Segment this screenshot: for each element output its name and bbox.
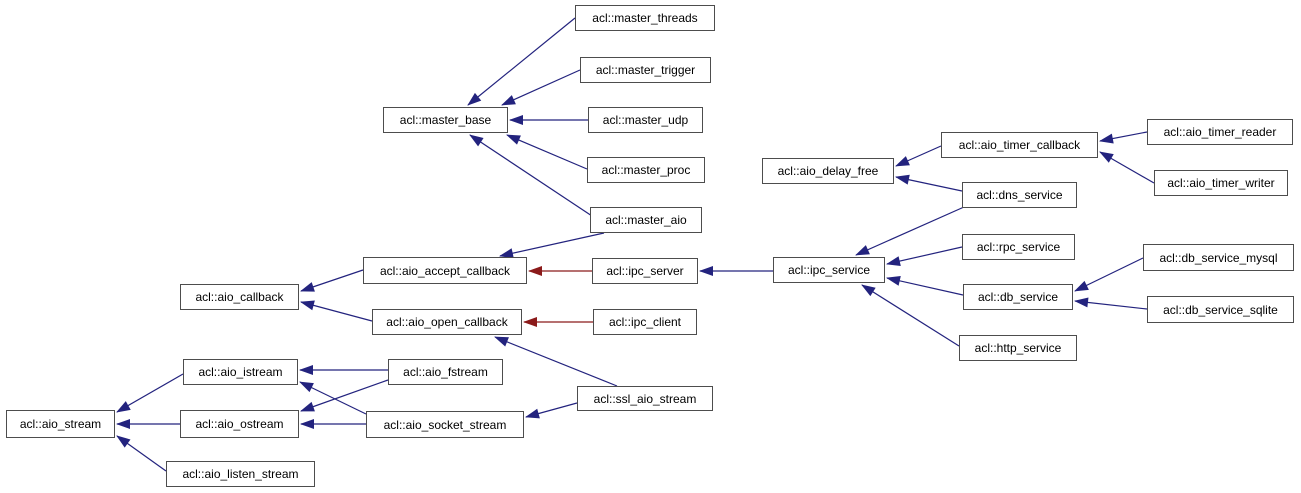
class-node-aio_fstream[interactable]: acl::aio_fstream (388, 359, 503, 385)
class-node-aio_stream[interactable]: acl::aio_stream (6, 410, 115, 438)
edge-master_threads-to-master_base (467, 17, 576, 106)
class-node-aio_timer_reader[interactable]: acl::aio_timer_reader (1147, 119, 1293, 145)
edge-aio_listen_stream-to-aio_stream (116, 435, 167, 472)
class-node-master_base[interactable]: acl::master_base (383, 107, 508, 133)
class-node-master_threads[interactable]: acl::master_threads (575, 5, 715, 31)
class-node-rpc_service[interactable]: acl::rpc_service (962, 234, 1075, 260)
edge-master_aio-to-aio_accept_callback (499, 232, 605, 259)
class-node-aio_ostream[interactable]: acl::aio_ostream (180, 410, 299, 438)
class-node-master_aio[interactable]: acl::master_aio (590, 207, 702, 233)
edge-master_trigger-to-master_base (501, 69, 581, 106)
class-node-aio_accept_callback[interactable]: acl::aio_accept_callback (363, 257, 527, 284)
class-node-master_proc[interactable]: acl::master_proc (587, 157, 705, 183)
class-node-db_service_mysql[interactable]: acl::db_service_mysql (1143, 244, 1294, 271)
edge-dns_service-to-ipc_service (855, 206, 965, 256)
edge-ssl_aio_stream-to-aio_socket_stream (525, 402, 578, 419)
edge-db_service_sqlite-to-db_service (1074, 297, 1148, 310)
class-node-aio_socket_stream[interactable]: acl::aio_socket_stream (366, 411, 524, 438)
edge-master_aio-to-master_base (469, 134, 593, 217)
edge-aio_timer_writer-to-aio_timer_callback (1099, 151, 1155, 184)
edge-aio_timer_callback-to-aio_delay_free (895, 145, 942, 167)
edge-aio_istream-to-aio_stream (116, 373, 184, 413)
class-node-aio_open_callback[interactable]: acl::aio_open_callback (372, 309, 522, 335)
edge-aio_socket_stream-to-aio_istream (299, 381, 367, 415)
edge-rpc_service-to-ipc_service (886, 246, 963, 267)
class-node-dns_service[interactable]: acl::dns_service (962, 182, 1077, 208)
class-node-aio_listen_stream[interactable]: acl::aio_listen_stream (166, 461, 315, 487)
edge-dns_service-to-aio_delay_free (895, 174, 963, 192)
class-node-aio_callback[interactable]: acl::aio_callback (180, 284, 299, 310)
class-node-aio_timer_callback[interactable]: acl::aio_timer_callback (941, 132, 1098, 158)
class-node-aio_timer_writer[interactable]: acl::aio_timer_writer (1154, 170, 1288, 196)
class-node-aio_delay_free[interactable]: acl::aio_delay_free (762, 158, 894, 184)
edge-aio_open_callback-to-aio_callback (300, 300, 373, 322)
edge-aio_accept_callback-to-aio_callback (300, 269, 364, 292)
edge-master_proc-to-master_base (506, 134, 588, 170)
class-node-ipc_client[interactable]: acl::ipc_client (593, 309, 697, 335)
class-node-aio_istream[interactable]: acl::aio_istream (183, 359, 298, 385)
edge-http_service-to-ipc_service (861, 284, 960, 347)
class-node-db_service_sqlite[interactable]: acl::db_service_sqlite (1147, 296, 1294, 323)
edge-aio_fstream-to-aio_ostream (300, 379, 389, 412)
class-node-http_service[interactable]: acl::http_service (959, 335, 1077, 361)
edge-db_service-to-ipc_service (886, 275, 964, 296)
class-node-ipc_server[interactable]: acl::ipc_server (592, 258, 698, 284)
class-node-master_trigger[interactable]: acl::master_trigger (580, 57, 711, 83)
edge-db_service_mysql-to-db_service (1074, 257, 1144, 292)
edge-ssl_aio_stream-to-aio_open_callback (494, 336, 618, 387)
class-node-ipc_service[interactable]: acl::ipc_service (773, 257, 885, 283)
class-node-db_service[interactable]: acl::db_service (963, 284, 1073, 310)
class-node-ssl_aio_stream[interactable]: acl::ssl_aio_stream (577, 386, 713, 411)
edges (116, 17, 1155, 472)
edge-aio_timer_reader-to-aio_timer_callback (1099, 131, 1148, 144)
class-node-master_udp[interactable]: acl::master_udp (588, 107, 703, 133)
